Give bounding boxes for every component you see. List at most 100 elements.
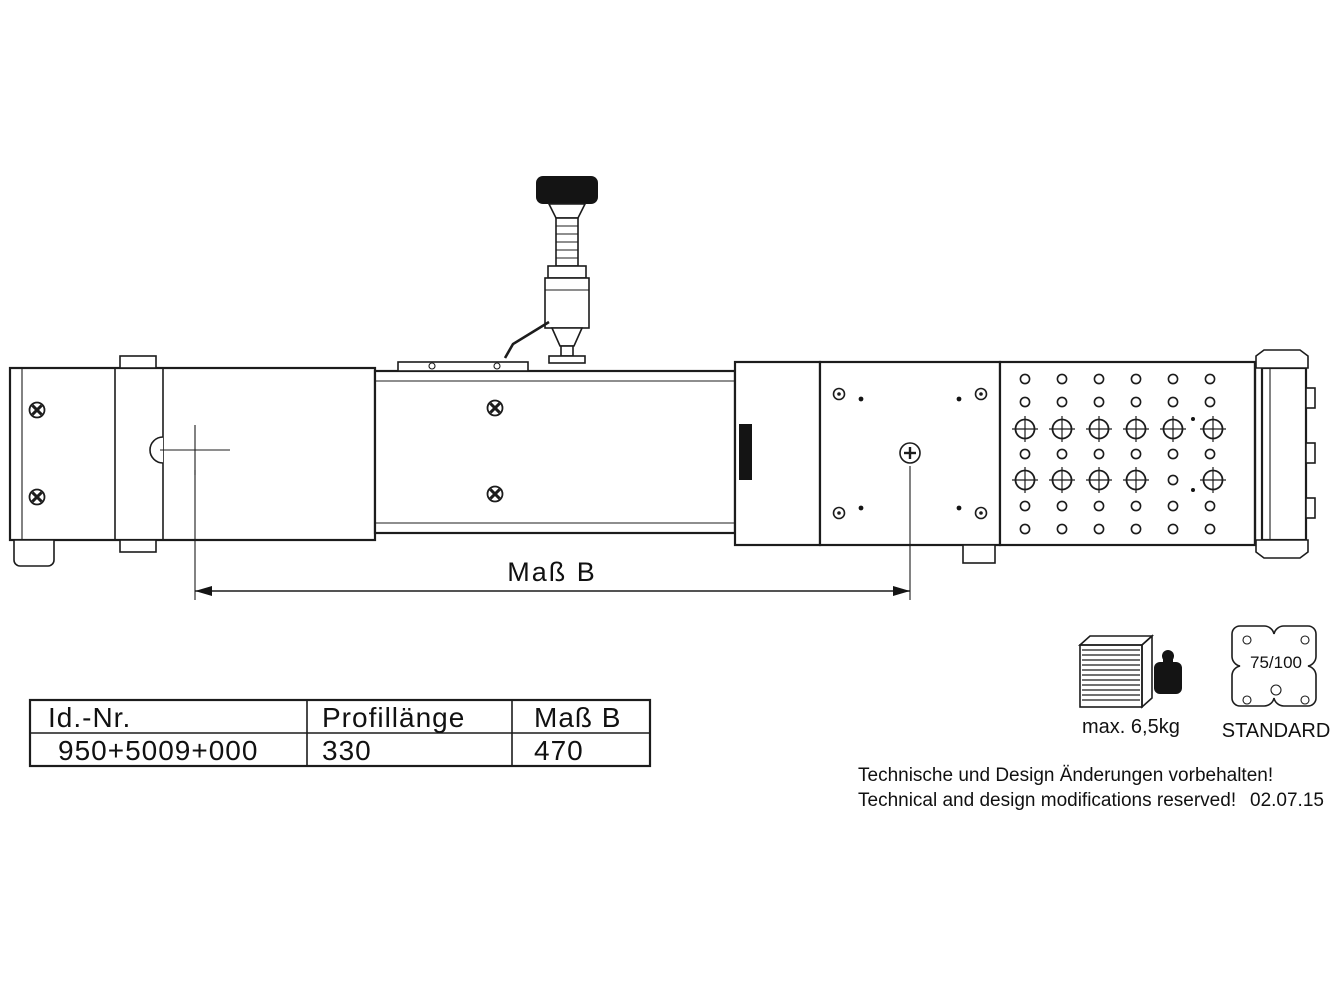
hole-icon xyxy=(1204,396,1216,408)
latch xyxy=(1305,497,1316,519)
hole-icon xyxy=(1056,448,1068,460)
monitor-screen xyxy=(1079,644,1143,708)
pin-dot xyxy=(858,396,864,402)
hole-icon xyxy=(1167,396,1179,408)
clamp-arm xyxy=(503,320,550,359)
joint-block-outline xyxy=(733,360,822,547)
bracket-bottom-tab xyxy=(119,539,157,553)
hole-icon xyxy=(1130,373,1142,385)
monitor-side-face xyxy=(1141,634,1153,709)
hole-icon xyxy=(1167,523,1179,535)
weight-neck-icon xyxy=(1163,656,1173,664)
vesa-standard-label: STANDARD xyxy=(1222,720,1331,742)
hole-icon xyxy=(1019,396,1031,408)
vesa-center-hole-icon xyxy=(1270,684,1282,696)
hole-icon xyxy=(1056,523,1068,535)
hole-icon xyxy=(1019,448,1031,460)
end-cap-bottom-tab xyxy=(1255,539,1309,559)
dimension-table: Id.-Nr. Profillänge Maß B 950+5009+000 3… xyxy=(28,698,652,768)
hole-icon xyxy=(1056,396,1068,408)
hole-icon xyxy=(1167,373,1179,385)
revision-date: 02.07.15 xyxy=(1250,790,1324,811)
clamp-neck xyxy=(547,203,587,219)
brand-mark xyxy=(739,424,752,480)
corner-hole-icon xyxy=(832,506,846,520)
table-header-profile-length: Profillänge xyxy=(322,702,465,733)
arrowhead-right-icon xyxy=(893,586,910,596)
wall-plate-section xyxy=(8,355,377,567)
table-header-mass-b: Maß B xyxy=(534,702,621,733)
pin-dot xyxy=(1191,417,1195,421)
hole-icon xyxy=(1204,523,1216,535)
hole-icon xyxy=(1093,523,1105,535)
hole-icon xyxy=(1019,500,1031,512)
hole-icon xyxy=(1204,448,1216,460)
pin-dot xyxy=(1191,488,1195,492)
screw-icon xyxy=(486,485,504,503)
hole-icon xyxy=(1130,500,1142,512)
vesa-hole-icon xyxy=(1300,635,1310,645)
footer-notes: Technische und Design Änderungen vorbeha… xyxy=(858,765,1324,811)
hole-icon xyxy=(1167,474,1179,486)
vesa-hole-icon xyxy=(1242,695,1252,705)
vesa-hole-icon xyxy=(1300,695,1310,705)
vesa-plate-icon xyxy=(1231,625,1317,707)
end-cap-section xyxy=(1253,349,1316,559)
corner-hole-icon xyxy=(974,387,988,401)
pin-dot xyxy=(858,505,864,511)
plate-foot xyxy=(962,544,996,564)
corner-hole-icon xyxy=(832,387,846,401)
clamp-lever xyxy=(503,176,598,364)
clamp-tip xyxy=(560,345,574,357)
profile-section xyxy=(373,361,737,535)
table-cell-profile-length: 330 xyxy=(322,735,372,766)
hole-icon xyxy=(1093,373,1105,385)
rail-screw-icon xyxy=(428,362,436,370)
wall-plate-outline xyxy=(8,366,377,542)
vesa-hole-icon xyxy=(1242,635,1252,645)
left-foot xyxy=(13,539,55,567)
hole-icon xyxy=(1056,500,1068,512)
table-cell-id: 950+5009+000 xyxy=(58,735,258,766)
clamp-washer xyxy=(548,355,586,364)
weight-body-icon xyxy=(1154,662,1182,694)
vesa-size-label: 75/100 xyxy=(1250,653,1302,672)
table-cell-mass-b: 470 xyxy=(534,735,584,766)
hole-icon xyxy=(1130,448,1142,460)
hole-icon xyxy=(1167,448,1179,460)
perforated-plate-outline xyxy=(998,360,1257,547)
keyhole-notch xyxy=(149,436,164,464)
hole-icon xyxy=(1167,500,1179,512)
end-cap-top-tab xyxy=(1255,349,1309,369)
table-header-id: Id.-Nr. xyxy=(48,702,131,733)
top-rail xyxy=(397,361,529,372)
hole-icon xyxy=(1056,373,1068,385)
pin-dot xyxy=(956,505,962,511)
clamp-cone xyxy=(550,327,584,347)
screw-icon xyxy=(28,488,46,506)
dimension-label: Maß B xyxy=(507,557,597,587)
clamp-nut xyxy=(547,265,587,279)
latch xyxy=(1305,442,1316,464)
bracket-top-tab xyxy=(119,355,157,369)
monitor-hatch xyxy=(1082,649,1140,701)
joint-block-section xyxy=(733,360,822,547)
hole-icon xyxy=(1204,500,1216,512)
note-english: Technical and design modifications reser… xyxy=(858,790,1236,811)
clamp-cylinder xyxy=(544,277,590,329)
profile-outline xyxy=(373,369,737,535)
hole-icon xyxy=(1093,396,1105,408)
hole-icon xyxy=(1204,373,1216,385)
hole-icon xyxy=(1130,396,1142,408)
hole-icon xyxy=(1019,373,1031,385)
end-cap-outline xyxy=(1260,366,1308,542)
hole-icon xyxy=(1093,448,1105,460)
rail-screw-icon xyxy=(493,362,501,370)
arrowhead-left-icon xyxy=(195,586,212,596)
note-german: Technische und Design Änderungen vorbeha… xyxy=(858,765,1273,786)
hole-icon xyxy=(1093,500,1105,512)
vesa-badge: 75/100 STANDARD xyxy=(1222,625,1331,742)
dimension-mass-b: Maß B xyxy=(194,466,911,600)
